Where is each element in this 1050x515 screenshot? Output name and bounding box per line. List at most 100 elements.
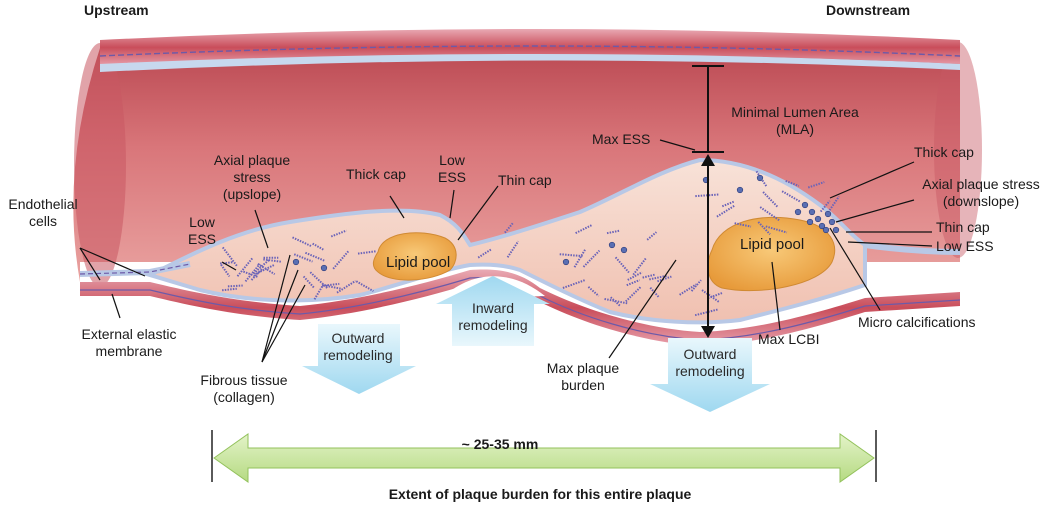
endothelium-right [864,242,961,255]
calcification-dot-icon [814,215,822,223]
outward-right-label: Outward remodeling [675,346,745,379]
collagen-fiber-icon [690,279,702,292]
collagen-fiber-icon [642,273,655,279]
calcification-dot-icon [608,241,616,249]
inward-label: Inward remodeling [458,300,528,333]
collagen-fiber-icon [701,289,720,303]
vessel-right-end [934,42,982,258]
calcification-dot-icon [806,218,814,226]
low-ess-mid-label: Low ESS [437,152,466,185]
collagen-fiber-icon [646,231,658,241]
axial-downslope-label: Axial plaque stress (downslope) [922,176,1040,209]
collagen-fiber-icon [220,261,234,265]
collagen-fiber-icon [614,256,630,274]
collagen-fiber-icon [649,287,660,299]
axial-upslope-label: Axial plaque stress (upslope) [213,152,291,202]
collagen-fiber-icon [313,284,324,300]
max-lcbi-label: Max LCBI [758,331,820,347]
upstream-label: Upstream [84,2,149,18]
calcification-dot-icon [736,186,744,194]
calcification-dot-icon [808,208,816,216]
collagen-fiber-icon [582,249,601,268]
outward-left-label: Outward remodeling [323,330,393,363]
collagen-fiber-icon [649,274,668,281]
fibrous-tissue-label: Fibrous tissue (collagen) [200,372,288,405]
collagen-fiber-icon [785,179,800,187]
inward-arrow-icon [436,276,550,346]
thin-cap-left-label: Thin cap [498,172,552,188]
collagen-fiber-icon [573,248,587,268]
collagen-fiber-icon [323,284,341,290]
endothelial-cells-label: Endothelial cells [8,196,78,229]
max-ess-label: Max ESS [592,131,651,147]
thick-cap-right-label: Thick cap [914,144,974,160]
collagen-fiber-icon [765,225,788,234]
calcification-dot-icon [292,258,300,266]
collagen-fiber-icon [357,250,376,255]
collagen-fiber-icon [575,224,593,234]
collagen-fiber-icon [236,257,254,277]
outward-arrow-right-icon [650,338,770,412]
leader-lines [79,139,933,363]
calcification-dot-icon [824,210,832,218]
lipid-pool-left-label: Lipid pool [386,254,451,271]
thin-cap-right-label: Thin cap [936,219,990,235]
collagen-fiber-icon [721,200,735,208]
calcification-dot-icon [818,222,826,230]
collagen-fiber-icon [781,190,802,203]
max-plaque-burden-label: Max plaque burden [546,360,620,393]
endothelium-left-line [79,263,191,275]
collagen-fiber-icon [632,257,647,276]
extent-arrow-icon [213,433,875,483]
collagen-fiber-icon [604,298,628,305]
collagen-fiber-icon [679,283,697,296]
collagen-fiber-icon [716,204,736,218]
intima-top [100,54,960,72]
calcification-dot-icon [801,201,809,209]
collagen-fiber-icon [312,242,325,252]
calcification-dot-icon [832,226,840,234]
collagen-fiber-icon [626,279,640,287]
collagen-fiber-icon [625,286,642,303]
endothelium-top-line [99,45,961,57]
calcification-dot-icon [562,258,570,266]
collagen-fiber-icon [606,229,621,235]
micro-calcifications-label: Micro calcifications [858,314,976,330]
collagen-fiber-icon [506,240,520,258]
collagen-fiber-icon [504,222,514,234]
collagen-fiber-icon [627,271,643,281]
collagen-fiber-icon [336,280,357,294]
collagen-fiber-icon [562,279,586,289]
collagen-fiber-icon [759,206,780,222]
calcification-dot-icon [620,246,628,254]
calcification-dot-icon [320,264,328,272]
collagen-fiber-icon [263,258,282,263]
collagen-fiber-icon [222,246,238,267]
lipid-pool-right-label: Lipid pool [740,236,805,253]
collagen-fiber-icon [292,236,312,247]
micro-calcifications [292,174,840,272]
collagen-fiber-icon [694,308,718,317]
collagen-fiber-icon [828,195,840,211]
collagen-fiber-icon [305,251,326,262]
collagen-fiber-icon [819,200,831,213]
calcification-dot-icon [828,218,836,226]
collagen-fiber-icon [255,263,276,275]
collagen-fiber-icon [757,221,771,235]
calcification-dot-icon [822,226,830,234]
collagen-fiber-icon [734,222,752,228]
collagen-fiber-icon [559,253,583,258]
collagen-fiber-icon [220,264,231,277]
collagen-fiber-icon [762,191,779,208]
collagen-fiber-icon [332,250,350,270]
external-elastic-label: External elastic membrane [81,326,177,359]
calcification-dot-icon [794,208,802,216]
vessel-left-end [74,43,126,287]
collagen-fiber-icon [587,286,600,297]
mla-label: Minimal Lumen Area (MLA) [731,104,859,137]
length-label: ~ 25-35 mm [461,436,539,452]
collagen-fibers [220,170,840,317]
plaque-burden-arrow-top [701,154,715,166]
